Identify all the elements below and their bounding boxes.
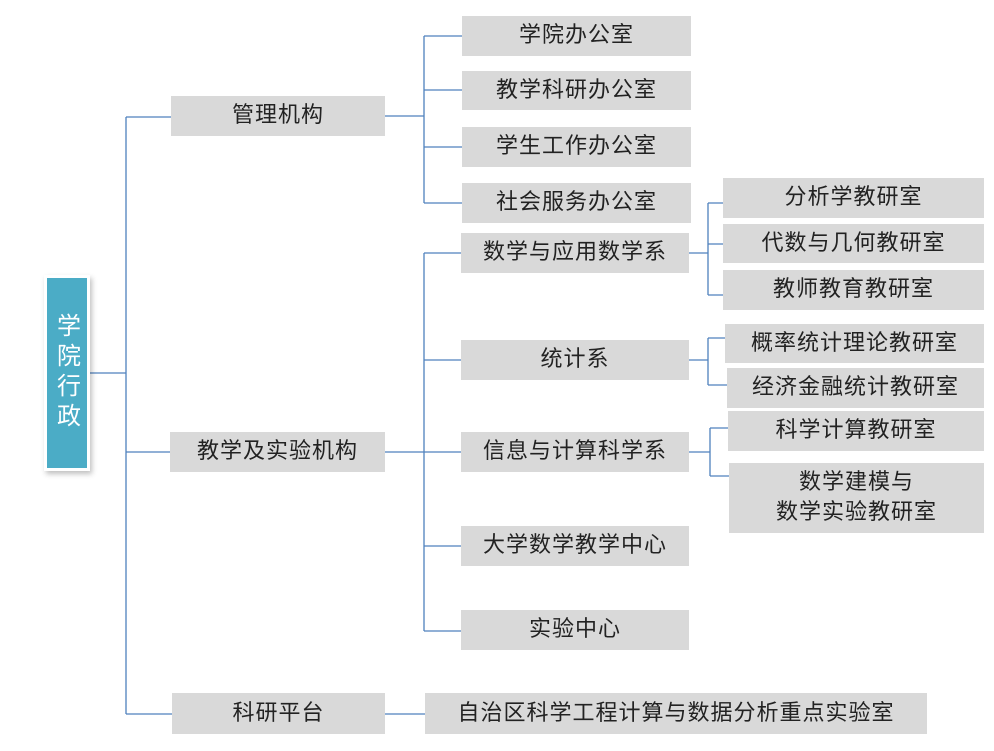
node-social-service-office[interactable]: 社会服务办公室 xyxy=(462,183,691,223)
node-probability-office[interactable]: 概率统计理论教研室 xyxy=(725,324,984,363)
node-analysis-office[interactable]: 分析学教研室 xyxy=(723,178,984,218)
node-college-math-center[interactable]: 大学数学教学中心 xyxy=(461,526,689,566)
node-modeling-experiment-office[interactable]: 数学建模与 数学实验教研室 xyxy=(729,463,984,533)
node-statistics-dept[interactable]: 统计系 xyxy=(461,340,689,380)
node-algebra-geometry-office[interactable]: 代数与几何教研室 xyxy=(723,224,984,263)
node-management[interactable]: 管理机构 xyxy=(171,96,385,136)
root-label: 学院行政 xyxy=(52,313,81,433)
node-teaching-research-office[interactable]: 教学科研办公室 xyxy=(462,71,691,110)
root-node[interactable]: 学院行政 xyxy=(47,278,87,468)
node-teacher-education-office[interactable]: 教师教育教研室 xyxy=(723,270,984,310)
node-teaching-lab[interactable]: 教学及实验机构 xyxy=(170,432,385,472)
node-key-lab[interactable]: 自治区科学工程计算与数据分析重点实验室 xyxy=(425,693,927,734)
node-econ-finance-stats-office[interactable]: 经济金融统计教研室 xyxy=(727,368,984,408)
node-info-computing-dept[interactable]: 信息与计算科学系 xyxy=(461,432,689,472)
node-research-platform[interactable]: 科研平台 xyxy=(172,693,385,734)
node-lab-center[interactable]: 实验中心 xyxy=(461,610,689,650)
node-scientific-computing-office[interactable]: 科学计算教研室 xyxy=(728,411,984,451)
node-student-affairs-office[interactable]: 学生工作办公室 xyxy=(462,127,691,167)
node-college-office[interactable]: 学院办公室 xyxy=(462,16,691,56)
node-math-dept[interactable]: 数学与应用数学系 xyxy=(461,233,689,273)
